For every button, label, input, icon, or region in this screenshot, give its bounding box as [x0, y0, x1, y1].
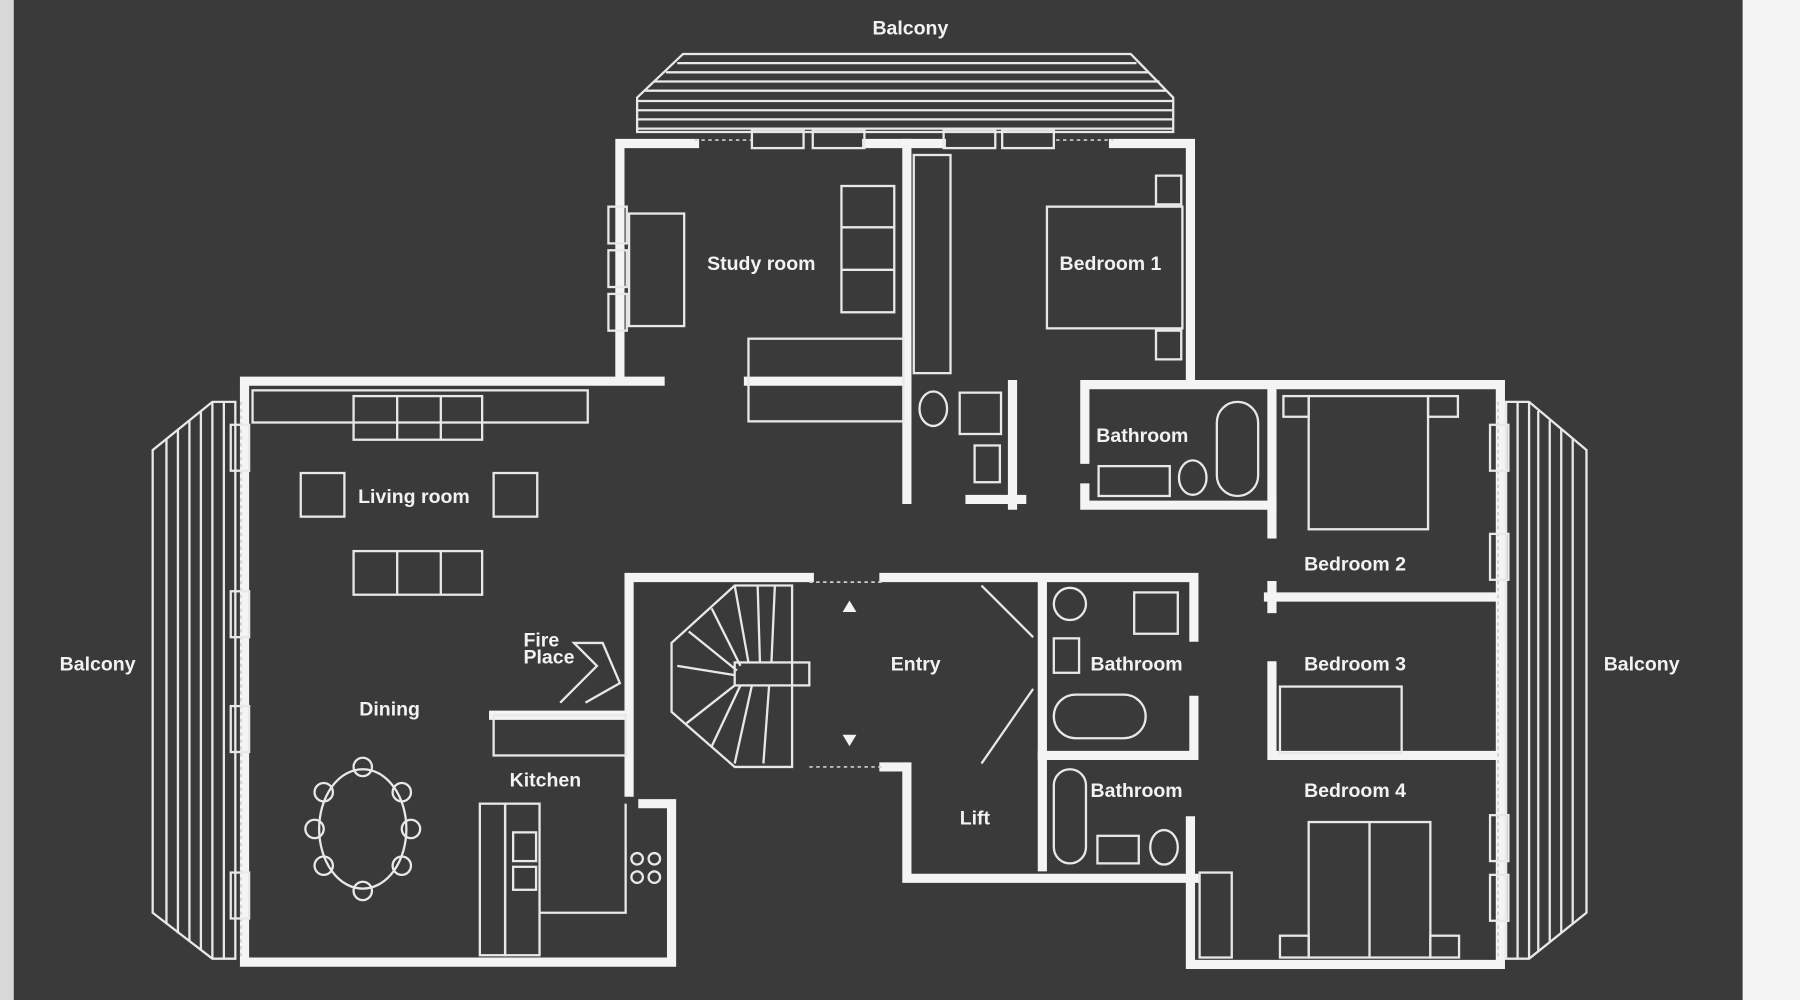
label-bedroom-4: Bedroom 4	[1304, 780, 1406, 802]
window-frames	[229, 128, 1510, 922]
arrow-down-icon	[842, 734, 857, 747]
furniture	[251, 153, 1461, 959]
label-balcony-right: Balcony	[1604, 653, 1680, 675]
balcony-left	[151, 400, 237, 960]
right-margin	[1742, 0, 1800, 1000]
left-margin	[0, 0, 14, 1000]
label-balcony-top: Balcony	[872, 17, 948, 39]
label-study-room: Study room	[707, 253, 815, 275]
windows	[240, 139, 1499, 959]
label-living-room: Living room	[358, 486, 470, 508]
balcony-right	[1504, 400, 1588, 960]
walls	[239, 138, 1505, 970]
label-lift: Lift	[960, 807, 991, 829]
label-fire-place-2: Place	[523, 647, 574, 669]
label-bathroom-lower: Bathroom	[1091, 780, 1183, 802]
label-bedroom-3: Bedroom 3	[1304, 653, 1406, 675]
label-balcony-left: Balcony	[60, 653, 136, 675]
label-entry: Entry	[891, 653, 941, 675]
arrow-up-icon	[842, 600, 857, 612]
label-bathroom-upper: Bathroom	[1096, 425, 1188, 447]
label-fire-place-1: Fire	[523, 629, 559, 651]
label-bathroom-middle: Bathroom	[1091, 653, 1183, 675]
entry-arrows	[842, 600, 857, 747]
label-dining: Dining	[359, 698, 420, 720]
label-bedroom-1: Bedroom 1	[1060, 253, 1162, 275]
label-kitchen: Kitchen	[510, 769, 582, 791]
label-bedroom-2: Bedroom 2	[1304, 554, 1406, 576]
balcony-top	[635, 52, 1175, 134]
